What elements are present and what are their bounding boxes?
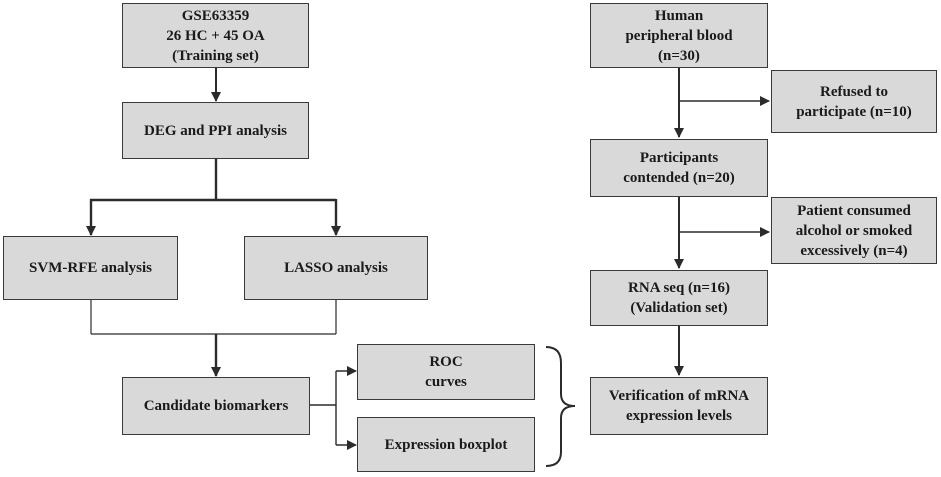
dataset-line-2: 26 HC + 45 OA bbox=[166, 27, 265, 44]
rnaseq-box: RNA seq (n=16) (Validation set) bbox=[590, 270, 768, 326]
excluded-line-1: Patient consumed bbox=[797, 202, 911, 219]
roc-curves-box: ROC curves bbox=[357, 344, 535, 400]
rnaseq-line-2: (Validation set) bbox=[630, 300, 728, 316]
peripheral-blood-box: Human peripheral blood (n=30) bbox=[590, 3, 768, 68]
expression-boxplot-label: Expression boxplot bbox=[384, 436, 508, 453]
blood-line-3: (n=30) bbox=[658, 47, 700, 64]
rnaseq-line-1: RNA seq (n=16) bbox=[628, 280, 730, 296]
excluded-line-2: alcohol or smoked bbox=[795, 222, 913, 239]
roc-line-1: ROC bbox=[429, 354, 463, 370]
verification-box: Verification of mRNA expression levels bbox=[590, 377, 768, 435]
excluded-box: Patient consumed alcohol or smoked exces… bbox=[771, 197, 937, 264]
svm-rfe-box: SVM-RFE analysis bbox=[3, 236, 178, 300]
verification-line-1: Verification of mRNA bbox=[608, 388, 750, 404]
participants-box: Participants contended (n=20) bbox=[590, 139, 768, 197]
dataset-line-1: GSE63359 bbox=[181, 7, 250, 24]
refused-line-2: participate (n=10) bbox=[796, 103, 912, 120]
roc-line-2: curves bbox=[425, 374, 467, 390]
curly-brace bbox=[545, 346, 576, 467]
dataset-box: GSE63359 26 HC + 45 OA (Training set) bbox=[122, 3, 309, 68]
blood-line-2: peripheral blood bbox=[625, 27, 733, 44]
excluded-line-3: excessively (n=4) bbox=[800, 242, 908, 259]
blood-line-1: Human bbox=[654, 7, 704, 24]
refused-line-1: Refused to bbox=[820, 83, 888, 100]
participants-line-2: contended (n=20) bbox=[623, 170, 735, 186]
lasso-label: LASSO analysis bbox=[284, 260, 388, 276]
participants-line-1: Participants bbox=[639, 150, 719, 166]
verification-line-2: expression levels bbox=[626, 408, 732, 424]
lasso-box: LASSO analysis bbox=[244, 236, 428, 300]
svm-rfe-label: SVM-RFE analysis bbox=[29, 260, 152, 276]
candidate-biomarkers-box: Candidate biomarkers bbox=[122, 377, 310, 435]
deg-ppi-label: DEG and PPI analysis bbox=[144, 122, 287, 139]
refused-box: Refused to participate (n=10) bbox=[771, 70, 937, 133]
deg-ppi-box: DEG and PPI analysis bbox=[122, 102, 309, 159]
candidate-biomarkers-label: Candidate biomarkers bbox=[143, 398, 289, 414]
dataset-line-3: (Training set) bbox=[172, 47, 259, 64]
expression-boxplot-box: Expression boxplot bbox=[357, 417, 535, 472]
